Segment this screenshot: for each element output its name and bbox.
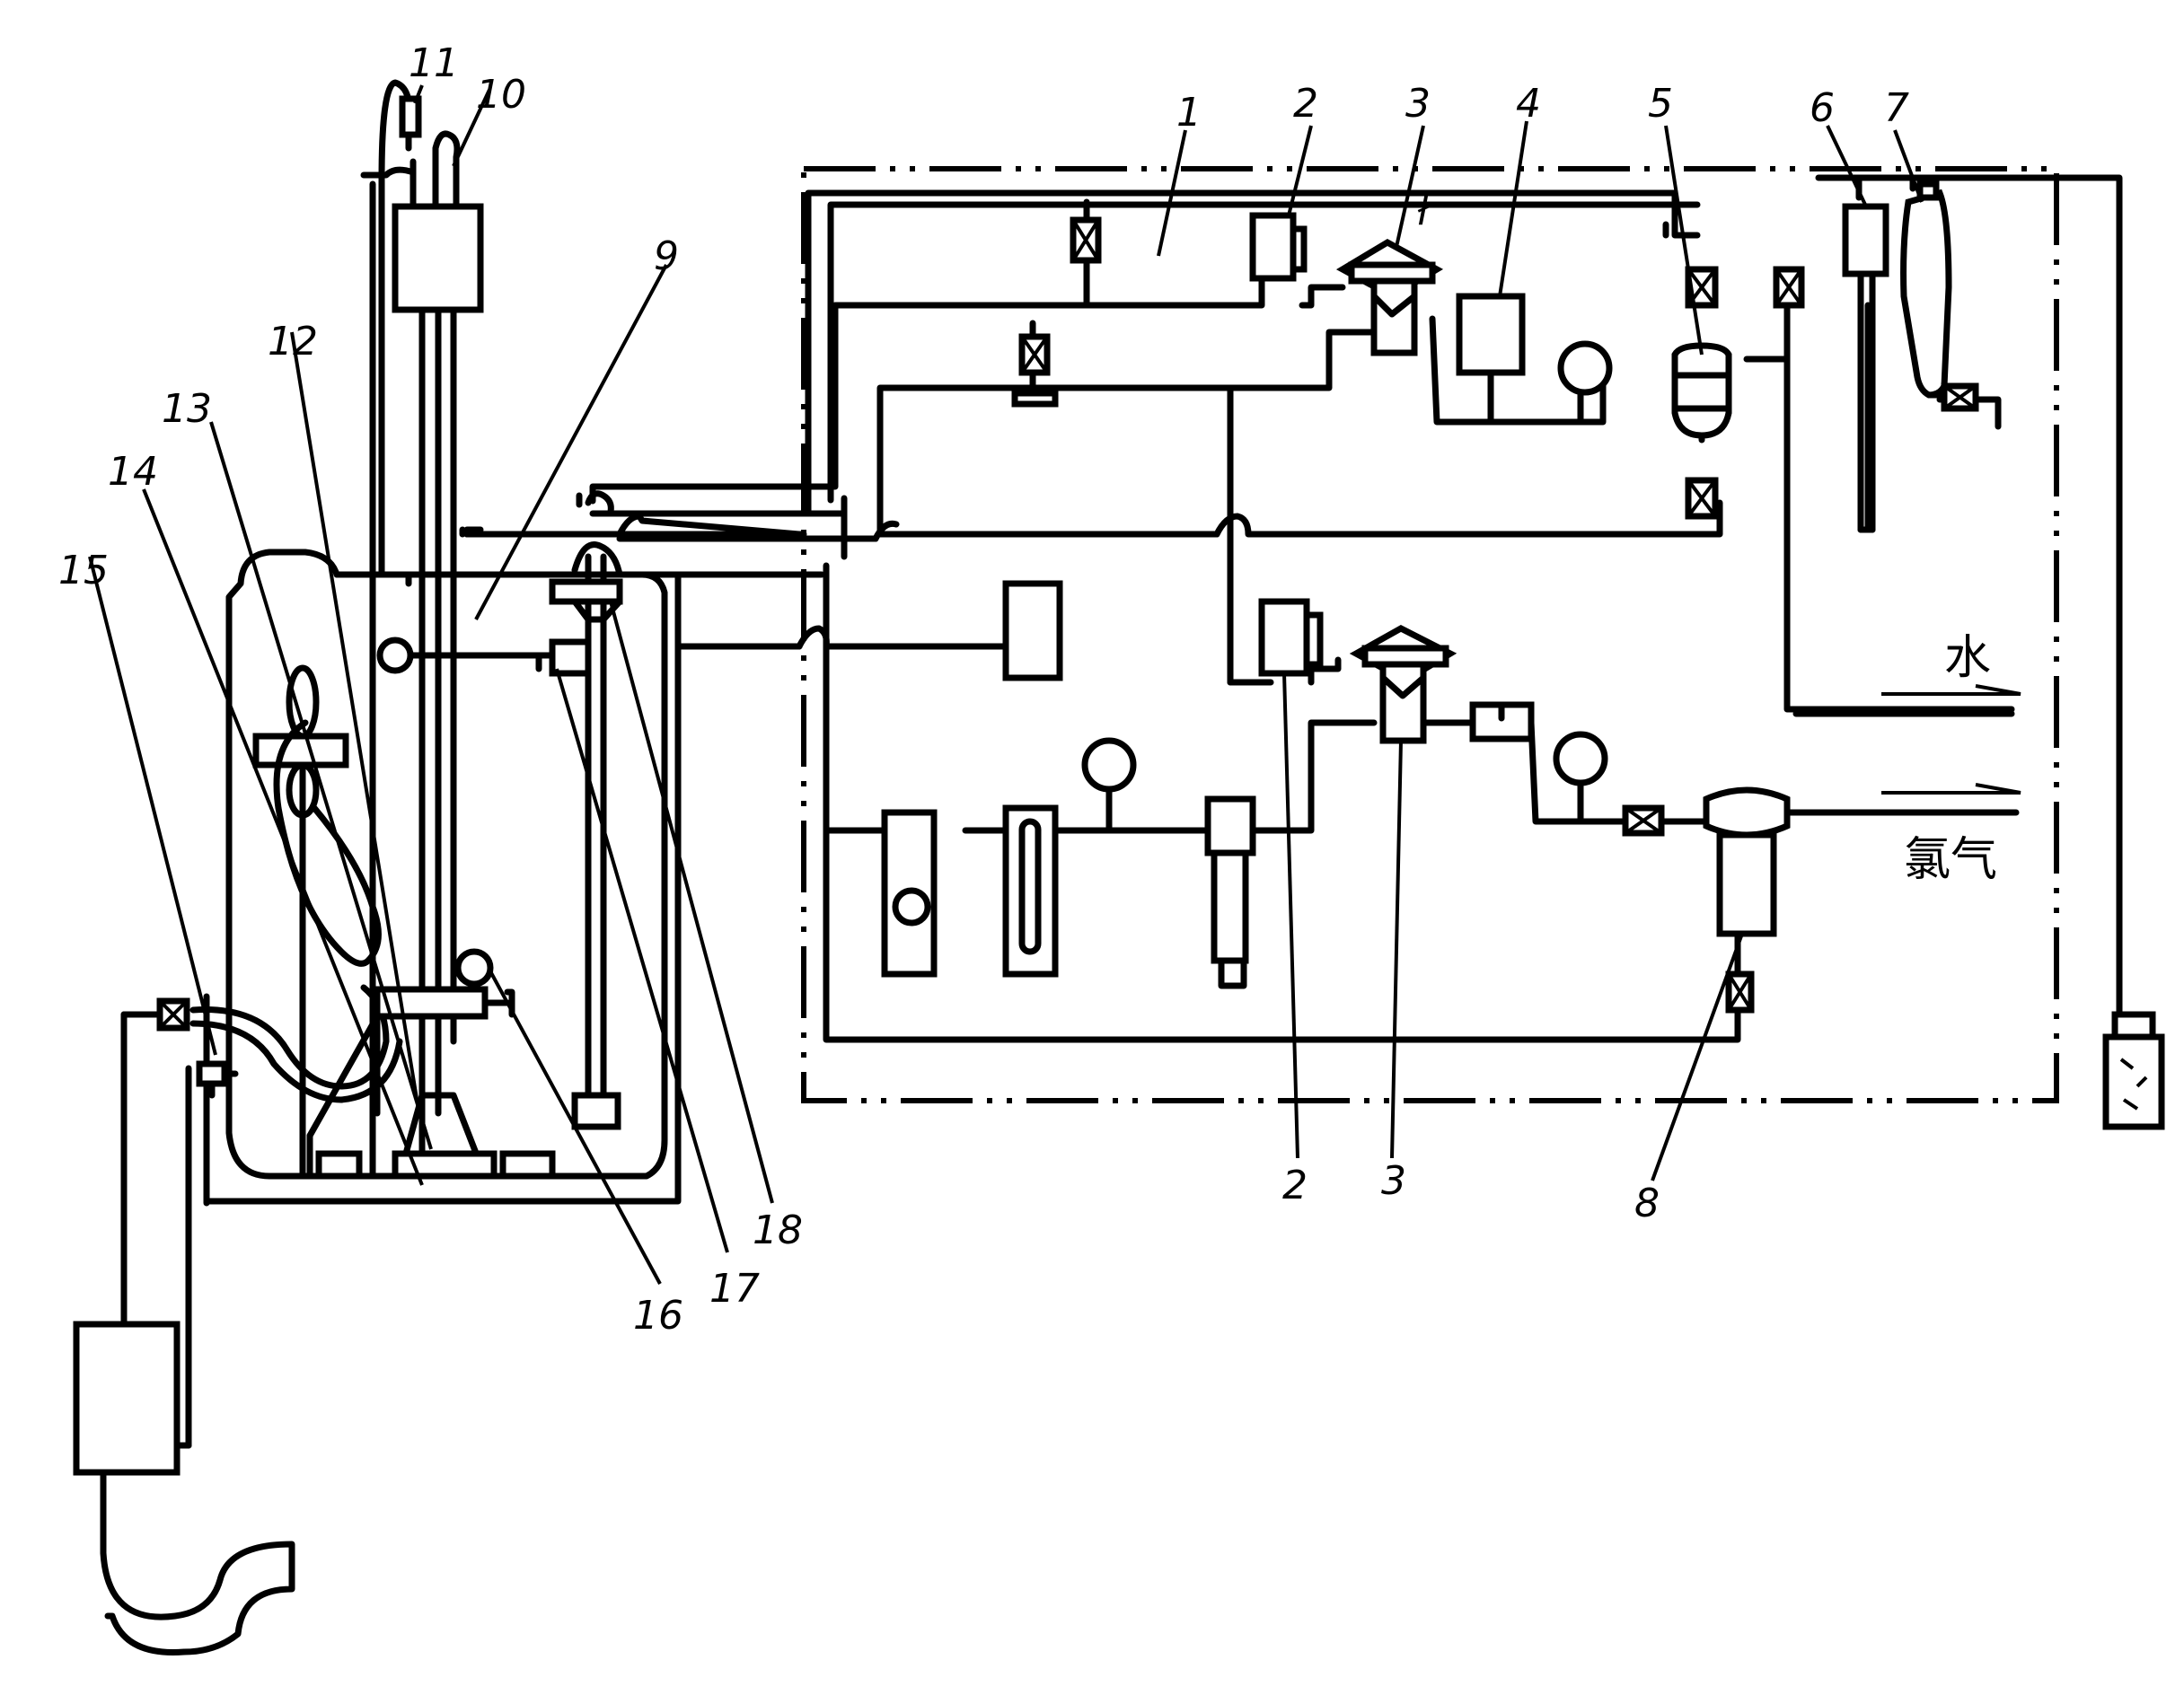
label-5: 5 [1648, 81, 1673, 127]
label-6: 6 [1810, 85, 1835, 131]
valve-icon [1018, 333, 1051, 376]
label-16: 16 [633, 1293, 683, 1339]
label-chlorine: 氯气 [1904, 833, 1997, 887]
label-14: 14 [108, 449, 158, 495]
label-9: 9 [654, 233, 679, 279]
label-15: 15 [58, 548, 109, 593]
valve-icon [1070, 216, 1102, 264]
callout-labels: 1 2 3 4 5 6 7 8 9 10 11 12 13 14 15 16 1… [58, 40, 1997, 1339]
label-3-bottom: 3 [1381, 1158, 1406, 1204]
label-13: 13 [162, 386, 212, 432]
bottle-icon [2102, 1011, 2165, 1130]
label-10: 10 [476, 72, 526, 118]
drain-assembly [73, 997, 295, 1655]
label-2-top: 2 [1293, 81, 1318, 127]
label-17: 17 [709, 1266, 760, 1312]
label-18: 18 [753, 1208, 803, 1253]
label-8: 8 [1634, 1181, 1660, 1226]
tank [203, 549, 682, 1207]
lower-piping [674, 562, 2020, 1043]
label-i: ł [1417, 189, 1430, 234]
label-7: 7 [1884, 85, 1909, 131]
label-12: 12 [268, 319, 318, 364]
top-sensor-assembly [360, 79, 484, 1180]
label-water: 水 [1944, 631, 1991, 685]
label-11: 11 [409, 40, 459, 86]
label-3-top: 3 [1405, 81, 1431, 127]
leader-lines [88, 84, 1924, 1285]
label-1: 1 [1176, 90, 1202, 136]
label-2-bottom: 2 [1282, 1163, 1308, 1208]
flow-arrows [1881, 684, 2021, 795]
label-4: 4 [1516, 81, 1541, 127]
